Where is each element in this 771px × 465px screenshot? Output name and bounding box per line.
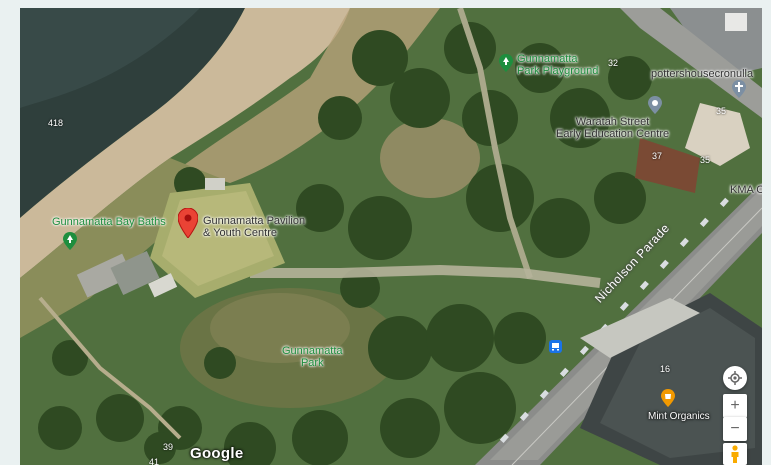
google-logo: Google [190, 445, 244, 462]
place-label-mint[interactable]: Mint Organics [648, 411, 710, 422]
place-label-waratah[interactable]: Waratah Street Early Education Centre [556, 116, 670, 140]
zoom-out-button[interactable]: − [723, 417, 747, 441]
school-pin-icon[interactable] [648, 96, 662, 119]
satellite-map[interactable]: 418 32 35 37 35 39 16 41 Gunnamatta Park… [20, 8, 762, 465]
street-view-pegman[interactable] [723, 443, 747, 465]
zoom-in-button[interactable]: + [723, 394, 747, 418]
my-location-button[interactable] [723, 366, 747, 390]
location-pin-icon[interactable] [177, 207, 199, 243]
house-number: 35 [700, 155, 711, 165]
place-label-pavilion[interactable]: Gunnamatta Pavilion & Youth Centre [203, 215, 306, 239]
house-number: 418 [48, 118, 64, 128]
satellite-imagery [20, 8, 762, 465]
house-number: 41 [149, 457, 160, 465]
house-number: 35 [716, 106, 727, 116]
place-label-park[interactable]: Gunnamatta Park [282, 345, 343, 369]
place-label-baths[interactable]: Gunnamatta Bay Baths [52, 216, 166, 228]
pegman-icon [731, 445, 739, 463]
park-pin-icon[interactable] [499, 54, 513, 77]
bus-stop-icon[interactable] [549, 340, 562, 358]
place-label-kma[interactable]: KMA C [730, 184, 762, 196]
house-number: 37 [652, 151, 663, 161]
place-label-playground[interactable]: Gunnamatta Park Playground [517, 53, 599, 77]
house-number: 39 [163, 442, 174, 452]
park-pin-icon[interactable] [63, 232, 77, 255]
place-label-potters[interactable]: pottershousecronulla [651, 68, 754, 80]
house-number: 16 [660, 364, 671, 374]
shop-pin-icon[interactable] [661, 389, 675, 412]
church-pin-icon[interactable] [732, 80, 746, 103]
crosshair-icon [728, 371, 742, 385]
house-number: 32 [608, 58, 619, 68]
